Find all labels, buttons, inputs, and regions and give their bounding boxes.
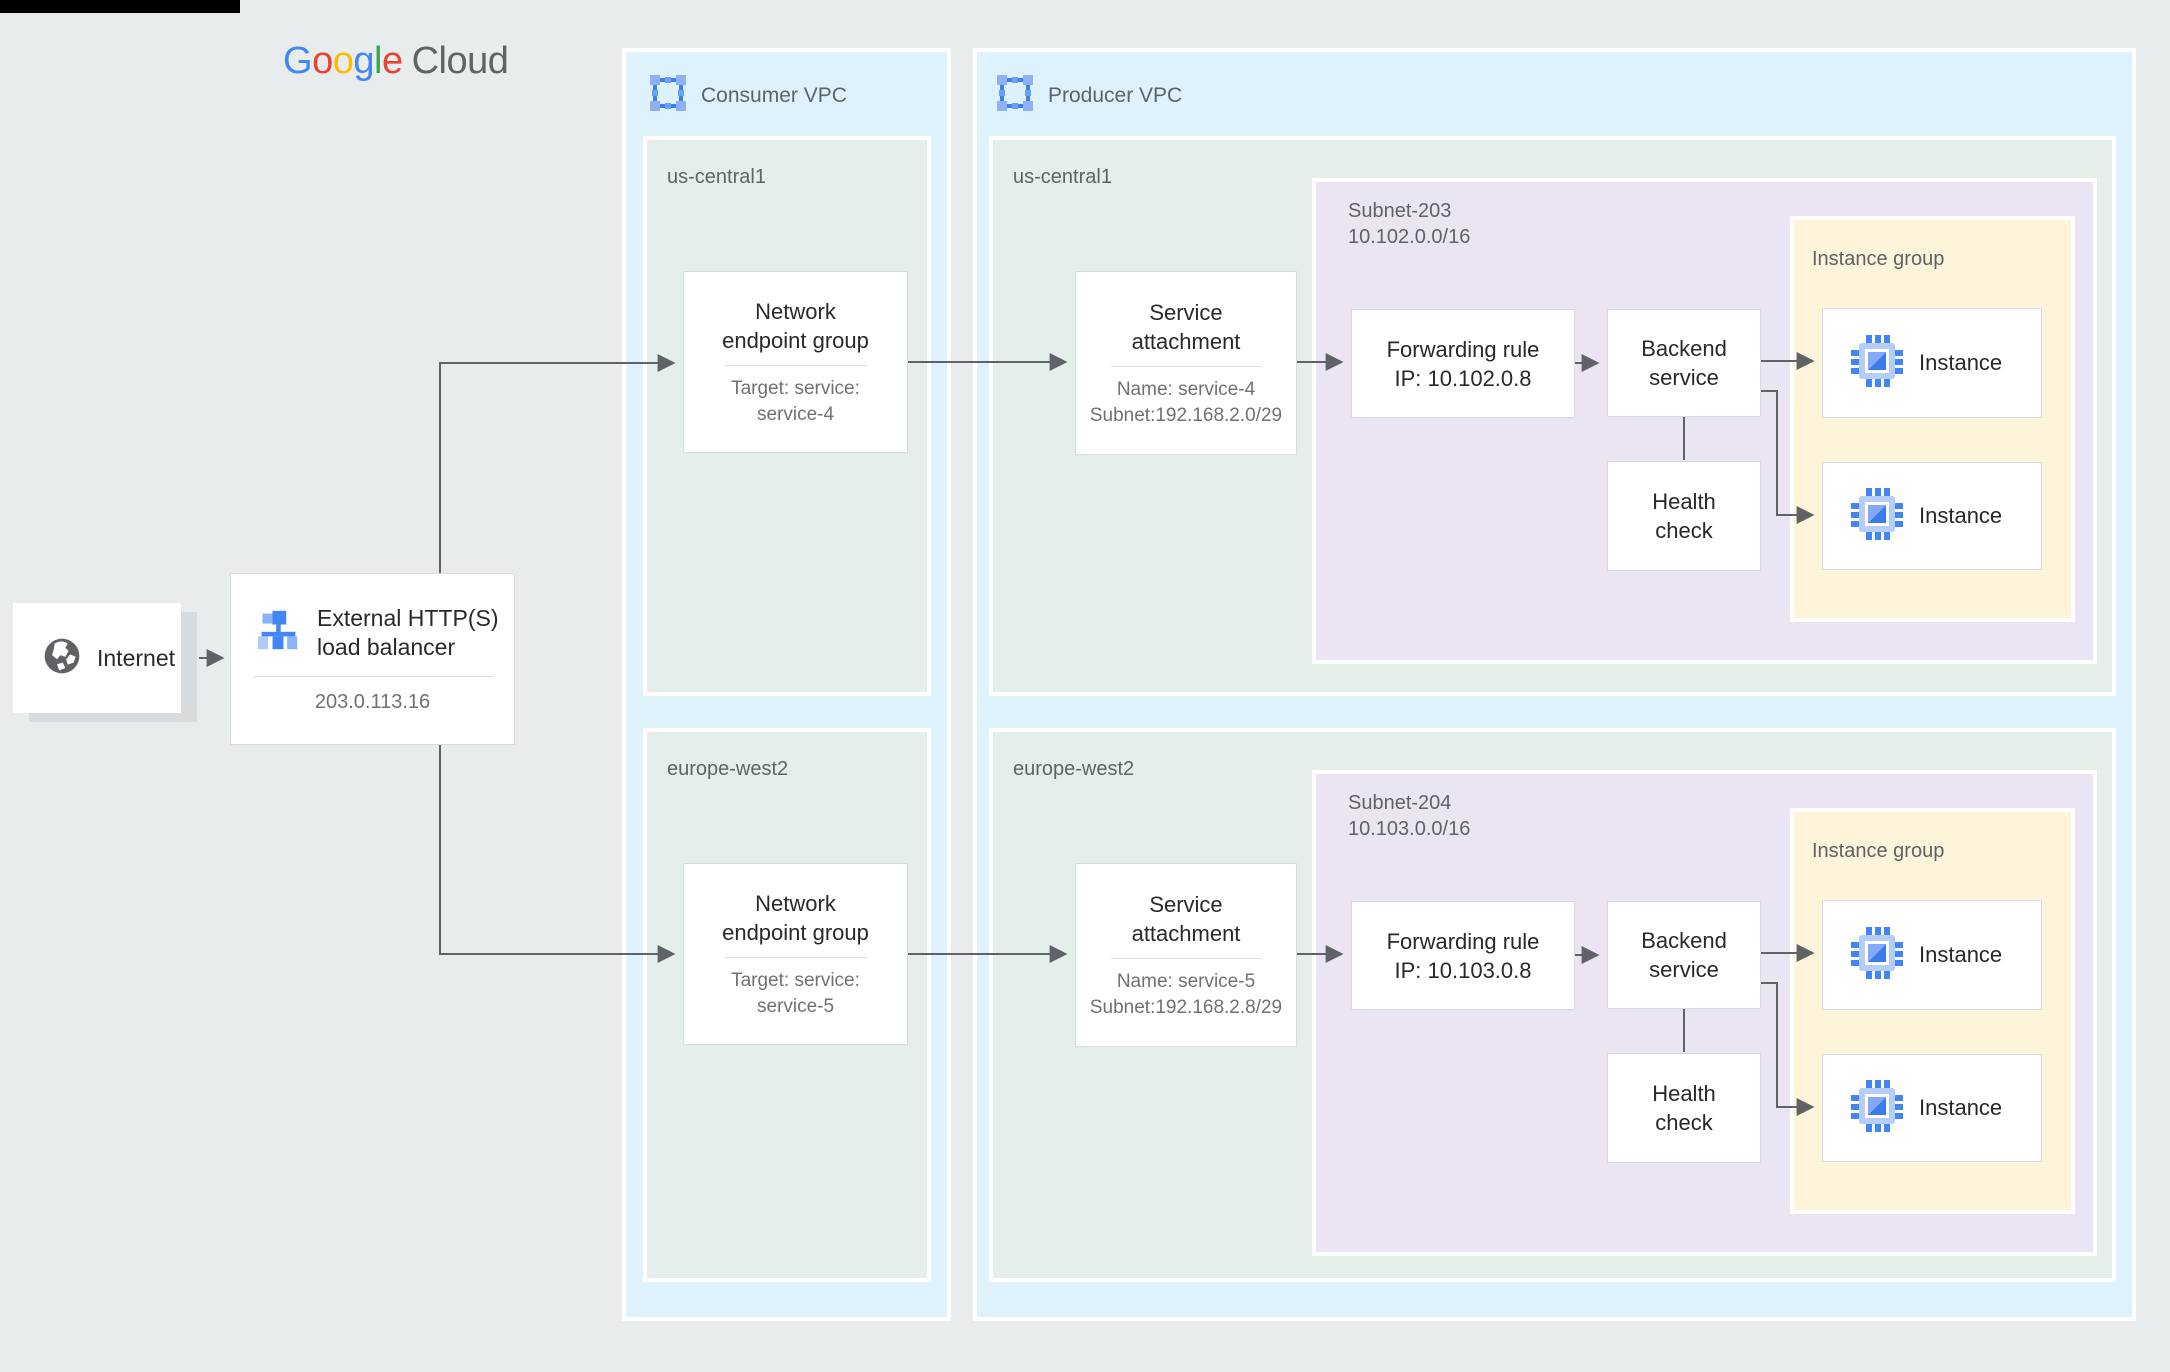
subnet-cidr: 10.103.0.0/16 (1348, 818, 1471, 840)
network-endpoint-group-1: Network endpoint group Target: service: … (683, 271, 908, 453)
divider (1111, 365, 1261, 367)
logo-letter: o (312, 40, 333, 82)
logo-letter: G (283, 40, 313, 82)
lb-header: External HTTP(S) load balancer (231, 604, 514, 662)
fr-line: Forwarding rule (1386, 336, 1540, 362)
be-line: service (1649, 957, 1719, 982)
globe-icon (43, 637, 81, 680)
divider (252, 675, 493, 677)
divider (1111, 957, 1261, 959)
compute-engine-icon (1851, 334, 1903, 392)
region-label: europe-west2 (1013, 758, 1135, 780)
instance-1b: Instance (1822, 462, 2042, 570)
divider (724, 956, 867, 958)
health-check-1: Health check (1607, 461, 1761, 571)
producer-vpc-header: Producer VPC (997, 75, 1182, 116)
lb-title: External HTTP(S) (317, 604, 499, 631)
divider (724, 364, 867, 366)
neg-detail: Target: service: (731, 377, 860, 399)
logo-letter: o (332, 40, 354, 82)
instance-label: Instance (1919, 1095, 2003, 1120)
instance-label: Instance (1919, 350, 2003, 375)
instance-group-label: Instance group (1812, 840, 1945, 862)
sa-detail: Subnet:192.168.2.0/29 (1089, 404, 1283, 426)
be-line: Backend (1641, 928, 1727, 953)
service-attachment-2: Service attachment Name: service-5 Subne… (1075, 863, 1297, 1047)
backend-service-2: Backend service (1607, 901, 1761, 1009)
be-line: Backend (1641, 336, 1727, 361)
fr-line: IP: 10.102.0.8 (1394, 365, 1532, 391)
lb-ip: 203.0.113.16 (314, 690, 431, 713)
sa-title: Service (1149, 299, 1223, 325)
neg-detail: service-4 (756, 403, 835, 425)
forwarding-rule-2: Forwarding rule IP: 10.103.0.8 (1351, 901, 1575, 1010)
neg-title: endpoint group (722, 327, 869, 353)
neg-detail: service-5 (756, 995, 835, 1017)
region-label: us-central1 (1013, 166, 1112, 188)
subnet-name: Subnet-203 (1348, 200, 1452, 222)
region-label: europe-west2 (667, 758, 789, 780)
sa-detail: Subnet:192.168.2.8/29 (1089, 996, 1283, 1018)
instance-label: Instance (1919, 503, 2003, 528)
sa-title: attachment (1131, 328, 1241, 354)
instance-1a: Instance (1822, 308, 2042, 418)
logo-letter: g (353, 40, 374, 82)
load-balancer-icon (257, 607, 299, 658)
subnet-name: Subnet-204 (1348, 792, 1452, 814)
instance-label: Instance (1919, 942, 2003, 967)
sa-detail: Name: service-5 (1116, 970, 1256, 992)
logo-cloud-text: Cloud (411, 40, 509, 82)
sa-title: attachment (1131, 920, 1241, 946)
neg-detail: Target: service: (731, 969, 860, 991)
neg-title: endpoint group (722, 919, 869, 945)
neg-title: Network (755, 298, 836, 324)
sa-title: Service (1149, 891, 1223, 917)
instance-2a: Instance (1822, 900, 2042, 1010)
sa-detail: Name: service-4 (1116, 378, 1256, 400)
health-check-2: Health check (1607, 1053, 1761, 1163)
forwarding-rule-1: Forwarding rule IP: 10.102.0.8 (1351, 309, 1575, 418)
hc-line: Health (1652, 489, 1716, 514)
lb-title: load balancer (317, 633, 456, 660)
subnet-cidr: 10.102.0.0/16 (1348, 226, 1471, 248)
producer-vpc-label: Producer VPC (1048, 83, 1183, 107)
instance-group-label: Instance group (1812, 248, 1945, 270)
consumer-vpc-header: Consumer VPC (650, 75, 847, 116)
network-endpoint-group-2: Network endpoint group Target: service: … (683, 863, 908, 1045)
backend-service-1: Backend service (1607, 309, 1761, 417)
be-line: service (1649, 365, 1719, 390)
internet-label: Internet (97, 644, 175, 671)
compute-engine-icon (1851, 1079, 1903, 1137)
compute-engine-icon (1851, 487, 1903, 545)
fr-line: Forwarding rule (1386, 928, 1540, 954)
top-black-bar (0, 0, 240, 13)
neg-title: Network (755, 890, 836, 916)
consumer-vpc-label: Consumer VPC (701, 83, 847, 107)
internet-node: Internet (13, 603, 181, 713)
fr-line: IP: 10.103.0.8 (1394, 957, 1532, 983)
logo-letter: l (373, 40, 382, 82)
hc-line: check (1655, 1110, 1713, 1135)
region-label: us-central1 (667, 166, 766, 188)
hc-line: Health (1652, 1081, 1716, 1106)
load-balancer-node: External HTTP(S) load balancer 203.0.113… (230, 573, 515, 745)
logo-letter: e (381, 40, 403, 82)
compute-engine-icon (1851, 926, 1903, 984)
vpc-icon (650, 75, 686, 116)
instance-2b: Instance (1822, 1054, 2042, 1162)
service-attachment-1: Service attachment Name: service-4 Subne… (1075, 271, 1297, 455)
vpc-icon (997, 75, 1033, 116)
hc-line: check (1655, 518, 1713, 543)
